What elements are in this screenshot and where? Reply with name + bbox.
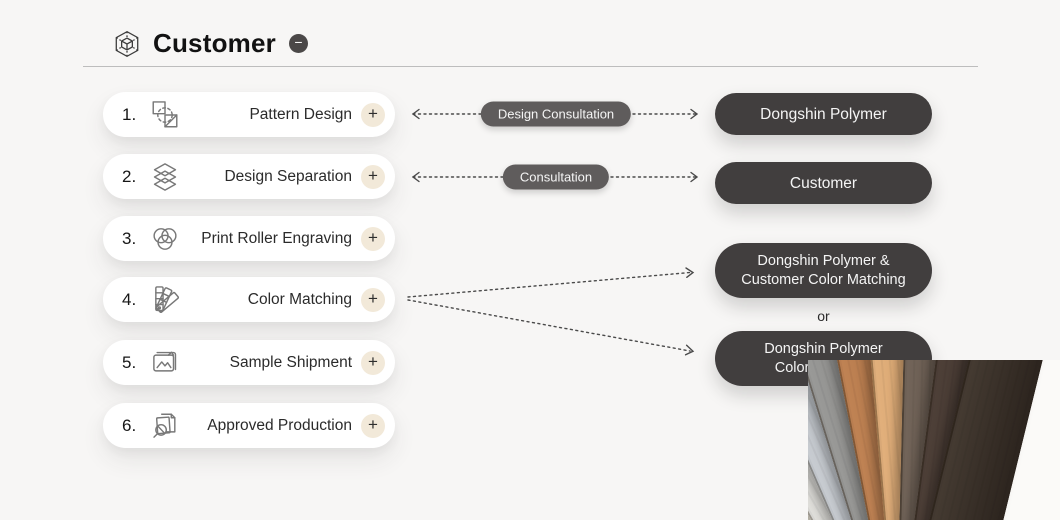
entity-label-line1: Dongshin Polymer — [764, 340, 883, 357]
expand-step-button[interactable]: + — [361, 102, 385, 127]
step-design-separation[interactable]: 2. Design Separation + — [103, 154, 395, 199]
step-color-matching[interactable]: 4. Color Matching + — [103, 277, 395, 322]
step-label: Print Roller Engraving — [201, 229, 352, 247]
step-label: Pattern Design — [249, 105, 352, 123]
expand-step-button[interactable]: + — [361, 226, 385, 251]
connector-label-design-consultation: Design Consultation — [480, 101, 632, 127]
picture-folder-icon — [148, 346, 182, 380]
step-approved-production[interactable]: 6. Approved Production + — [103, 403, 395, 448]
step-sample-shipment[interactable]: 5. Sample Shipment + — [103, 340, 395, 385]
entity-label-line2: Customer Color Matching — [741, 271, 906, 288]
step-pattern-design[interactable]: 1. Pattern Design + — [103, 92, 395, 137]
color-swatch-icon — [148, 283, 182, 317]
page-title: Customer — [153, 28, 276, 58]
document-magnifier-icon — [148, 409, 182, 443]
step-number: 2. — [122, 166, 137, 186]
entity-dongshin-polymer: Dongshin Polymer — [715, 93, 932, 135]
section-header: Customer − — [112, 28, 308, 59]
expand-step-button[interactable]: + — [361, 287, 385, 312]
arrow-line-color-matching-upper — [407, 271, 691, 298]
overlapping-circles-icon — [148, 222, 182, 256]
layers-icon — [148, 160, 182, 194]
expand-step-button[interactable]: + — [361, 350, 385, 375]
pattern-design-icon — [148, 98, 182, 132]
entity-dongshin-and-customer-color-matching: Dongshin Polymer & Customer Color Matchi… — [715, 243, 932, 298]
flooring-photo — [808, 360, 1060, 520]
entity-label: Dongshin Polymer — [760, 105, 887, 123]
step-number: 5. — [122, 352, 137, 372]
step-label: Color Matching — [247, 290, 352, 308]
step-label: Design Separation — [224, 167, 352, 185]
expand-step-button[interactable]: + — [361, 164, 385, 189]
collapse-button[interactable]: − — [288, 34, 308, 53]
arrow-line-color-matching-lower — [407, 299, 691, 352]
step-label: Sample Shipment — [229, 353, 352, 371]
step-number: 4. — [122, 289, 137, 309]
step-number: 3. — [122, 228, 137, 248]
cube-3d-icon — [112, 29, 142, 59]
header-divider — [83, 66, 978, 67]
step-number: 6. — [122, 415, 137, 435]
step-label: Approved Production — [207, 416, 352, 434]
entity-label: Customer — [789, 174, 858, 192]
step-print-roller-engraving[interactable]: 3. Print Roller Engraving + — [103, 216, 395, 261]
connector-label-consultation: Consultation — [502, 164, 610, 190]
step-number: 1. — [122, 104, 137, 124]
entity-customer: Customer — [715, 162, 932, 204]
or-label: or — [817, 308, 830, 324]
expand-step-button[interactable]: + — [361, 413, 385, 438]
entity-label-line1: Dongshin Polymer & — [757, 252, 890, 269]
